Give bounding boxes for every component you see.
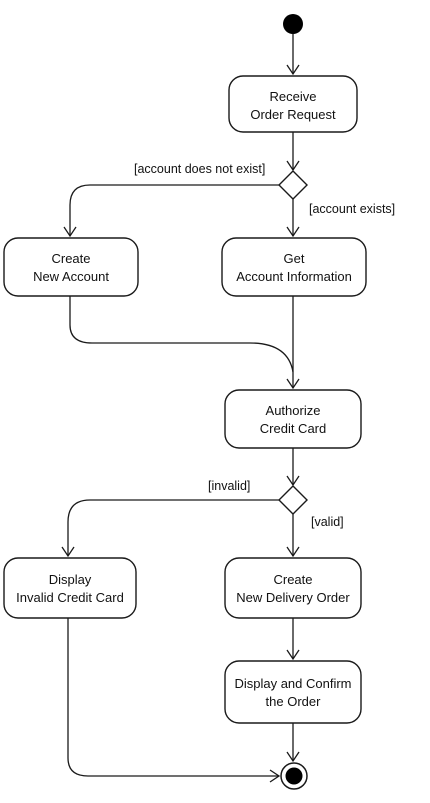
initial-node (283, 14, 303, 34)
activity-label-line2: Order Request (250, 107, 336, 122)
activity-create-new-account: Create New Account (3, 237, 139, 297)
edge-create-delivery-to-display-confirm (286, 618, 300, 661)
activity-authorize-credit-card: Authorize Credit Card (224, 389, 362, 449)
edge-initial-to-receive (286, 34, 300, 76)
activity-label-line1: Receive (270, 89, 317, 104)
guard-account-does-not-exist: [account does not exist] (134, 162, 265, 176)
activity-display-invalid-credit-card: Display Invalid Credit Card (3, 557, 137, 619)
activity-label-line1: Display and Confirm (234, 676, 351, 691)
activity-label-line1: Display (49, 572, 92, 587)
edge-display-invalid-to-final (67, 618, 281, 783)
activity-label-line2: New Delivery Order (236, 590, 350, 605)
decision-node-card (278, 485, 308, 515)
activity-label-line2: Invalid Credit Card (16, 590, 124, 605)
edge-decision-to-create-delivery (286, 514, 300, 558)
activity-label-line1: Create (51, 251, 90, 266)
activity-label-line2: the Order (266, 694, 322, 709)
edge-display-confirm-to-final (286, 723, 300, 763)
edge-decision-to-get-account (286, 199, 300, 238)
activity-label-line2: New Account (33, 269, 109, 284)
activity-display-and-confirm-order: Display and Confirm the Order (224, 660, 362, 724)
edge-decision-to-display-invalid (61, 499, 279, 558)
decision-node-account (278, 170, 308, 200)
edge-authorize-to-decision (286, 448, 300, 487)
edge-receive-to-decision (286, 132, 300, 172)
activity-label-line2: Account Information (236, 269, 352, 284)
edge-create-account-to-authorize (69, 296, 294, 373)
activity-create-new-delivery-order: Create New Delivery Order (224, 557, 362, 619)
guard-account-exists: [account exists] (309, 202, 395, 216)
final-node (280, 762, 308, 790)
activity-label-line1: Authorize (266, 403, 321, 418)
guard-invalid: [invalid] (208, 479, 250, 493)
activity-label-line1: Get (284, 251, 305, 266)
activity-label-line1: Create (273, 572, 312, 587)
edge-decision-to-create-account (63, 184, 279, 238)
edge-get-account-to-authorize (286, 296, 300, 390)
guard-valid: [valid] (311, 515, 344, 529)
activity-receive-order-request: Receive Order Request (228, 75, 358, 133)
activity-get-account-information: Get Account Information (221, 237, 367, 297)
activity-label-line2: Credit Card (260, 421, 326, 436)
